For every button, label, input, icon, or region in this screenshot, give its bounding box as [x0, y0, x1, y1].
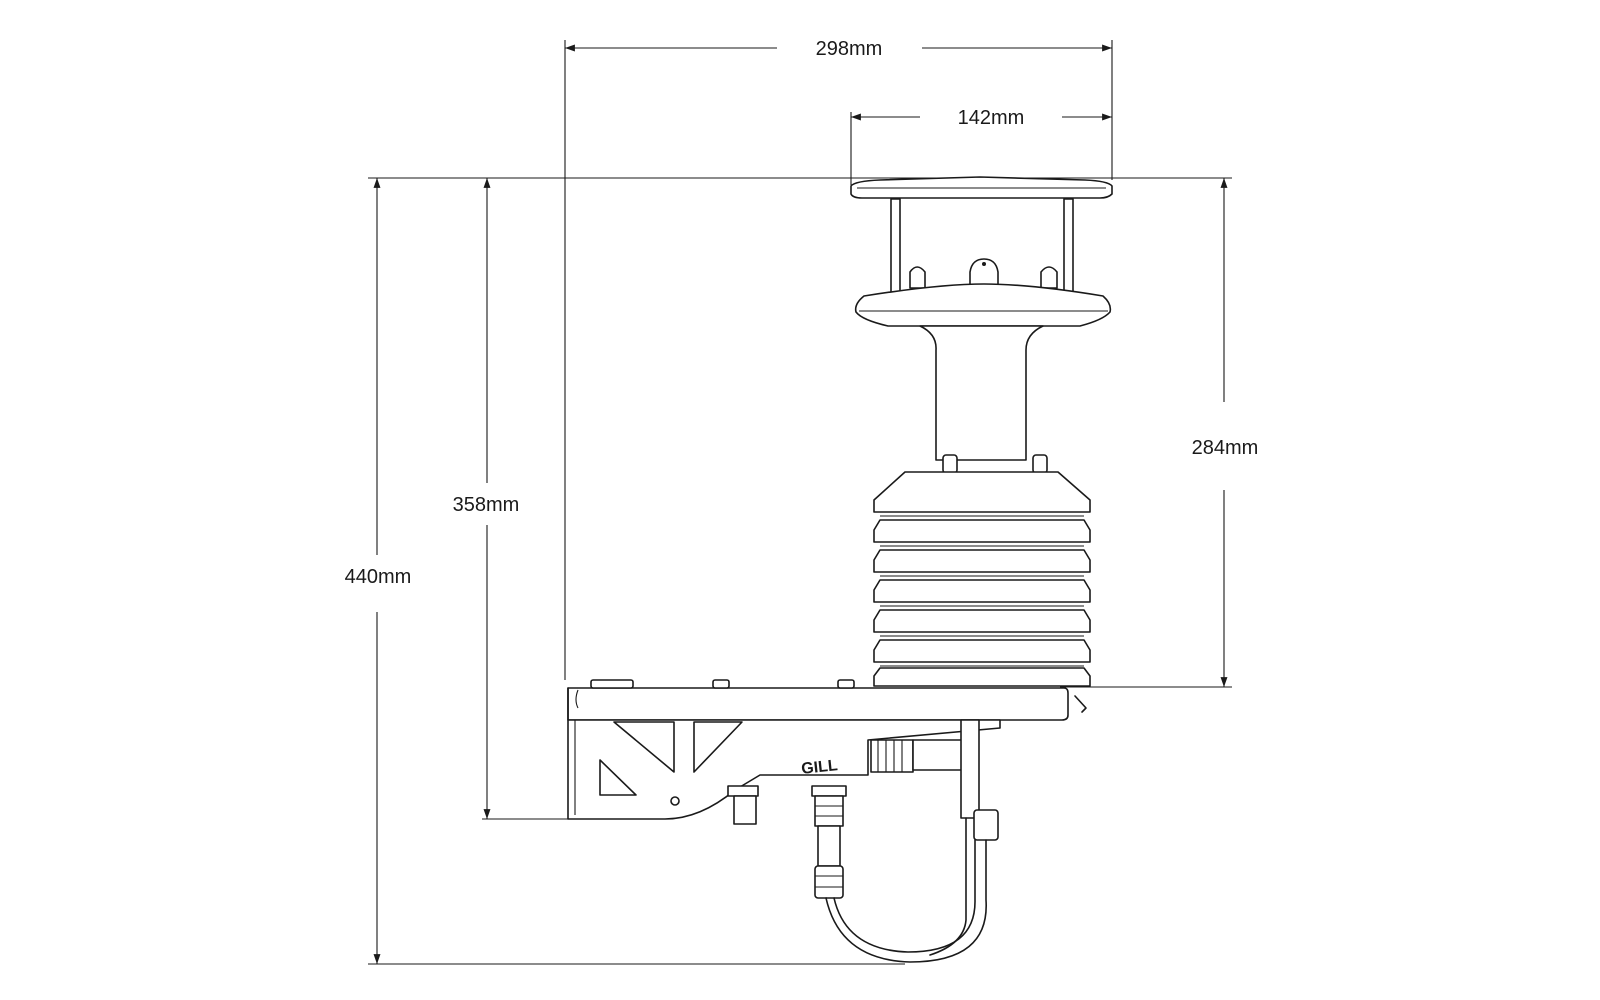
anemometer-head: [850, 176, 1113, 474]
bolt-left: [942, 454, 958, 474]
transducer-center: [969, 258, 999, 289]
neck: [919, 325, 1044, 461]
cable-outer: [825, 839, 987, 963]
left-connector: [733, 795, 757, 825]
dimension-label-298: 298mm: [816, 38, 883, 60]
shield-plate-5: [873, 609, 1091, 633]
side-connector: [870, 739, 914, 773]
shield-plate-2: [873, 519, 1091, 543]
post-connector: [973, 809, 999, 841]
radiation-shield: [873, 471, 1091, 713]
bracket-rail: [567, 687, 1069, 721]
cable-gland-nut: [814, 865, 844, 899]
mounting-bracket: GILL: [567, 679, 1069, 820]
transducer-left: [909, 266, 926, 289]
cutout-upper-right: [693, 721, 743, 773]
shield-plate-6: [873, 639, 1091, 663]
bolt-right: [1032, 454, 1048, 474]
dimension-label-440: 440mm: [345, 566, 412, 588]
cutout-upper-left: [613, 721, 675, 773]
shield-plate-7: [873, 667, 1091, 687]
transducer-right: [1040, 266, 1058, 289]
dimension-label-284: 284mm: [1192, 437, 1259, 459]
dimension-lines: [368, 40, 1232, 965]
brand-label: GILL: [801, 757, 839, 778]
connectors: [727, 719, 999, 963]
shield-plate-4: [873, 579, 1091, 603]
strut-left: [890, 198, 901, 300]
bracket-body: [567, 687, 1001, 820]
shield-plate-1: [873, 471, 1091, 513]
transducer-dish: [854, 283, 1112, 327]
cable-gland: [814, 795, 844, 827]
strut-right: [1063, 198, 1074, 300]
vertical-post: [960, 719, 980, 819]
shield-plate-3: [873, 549, 1091, 573]
cutout-lower-left: [599, 759, 637, 796]
dimension-label-358: 358mm: [453, 494, 520, 516]
cable-inner: [833, 839, 976, 953]
dimension-label-142: 142mm: [958, 107, 1025, 129]
